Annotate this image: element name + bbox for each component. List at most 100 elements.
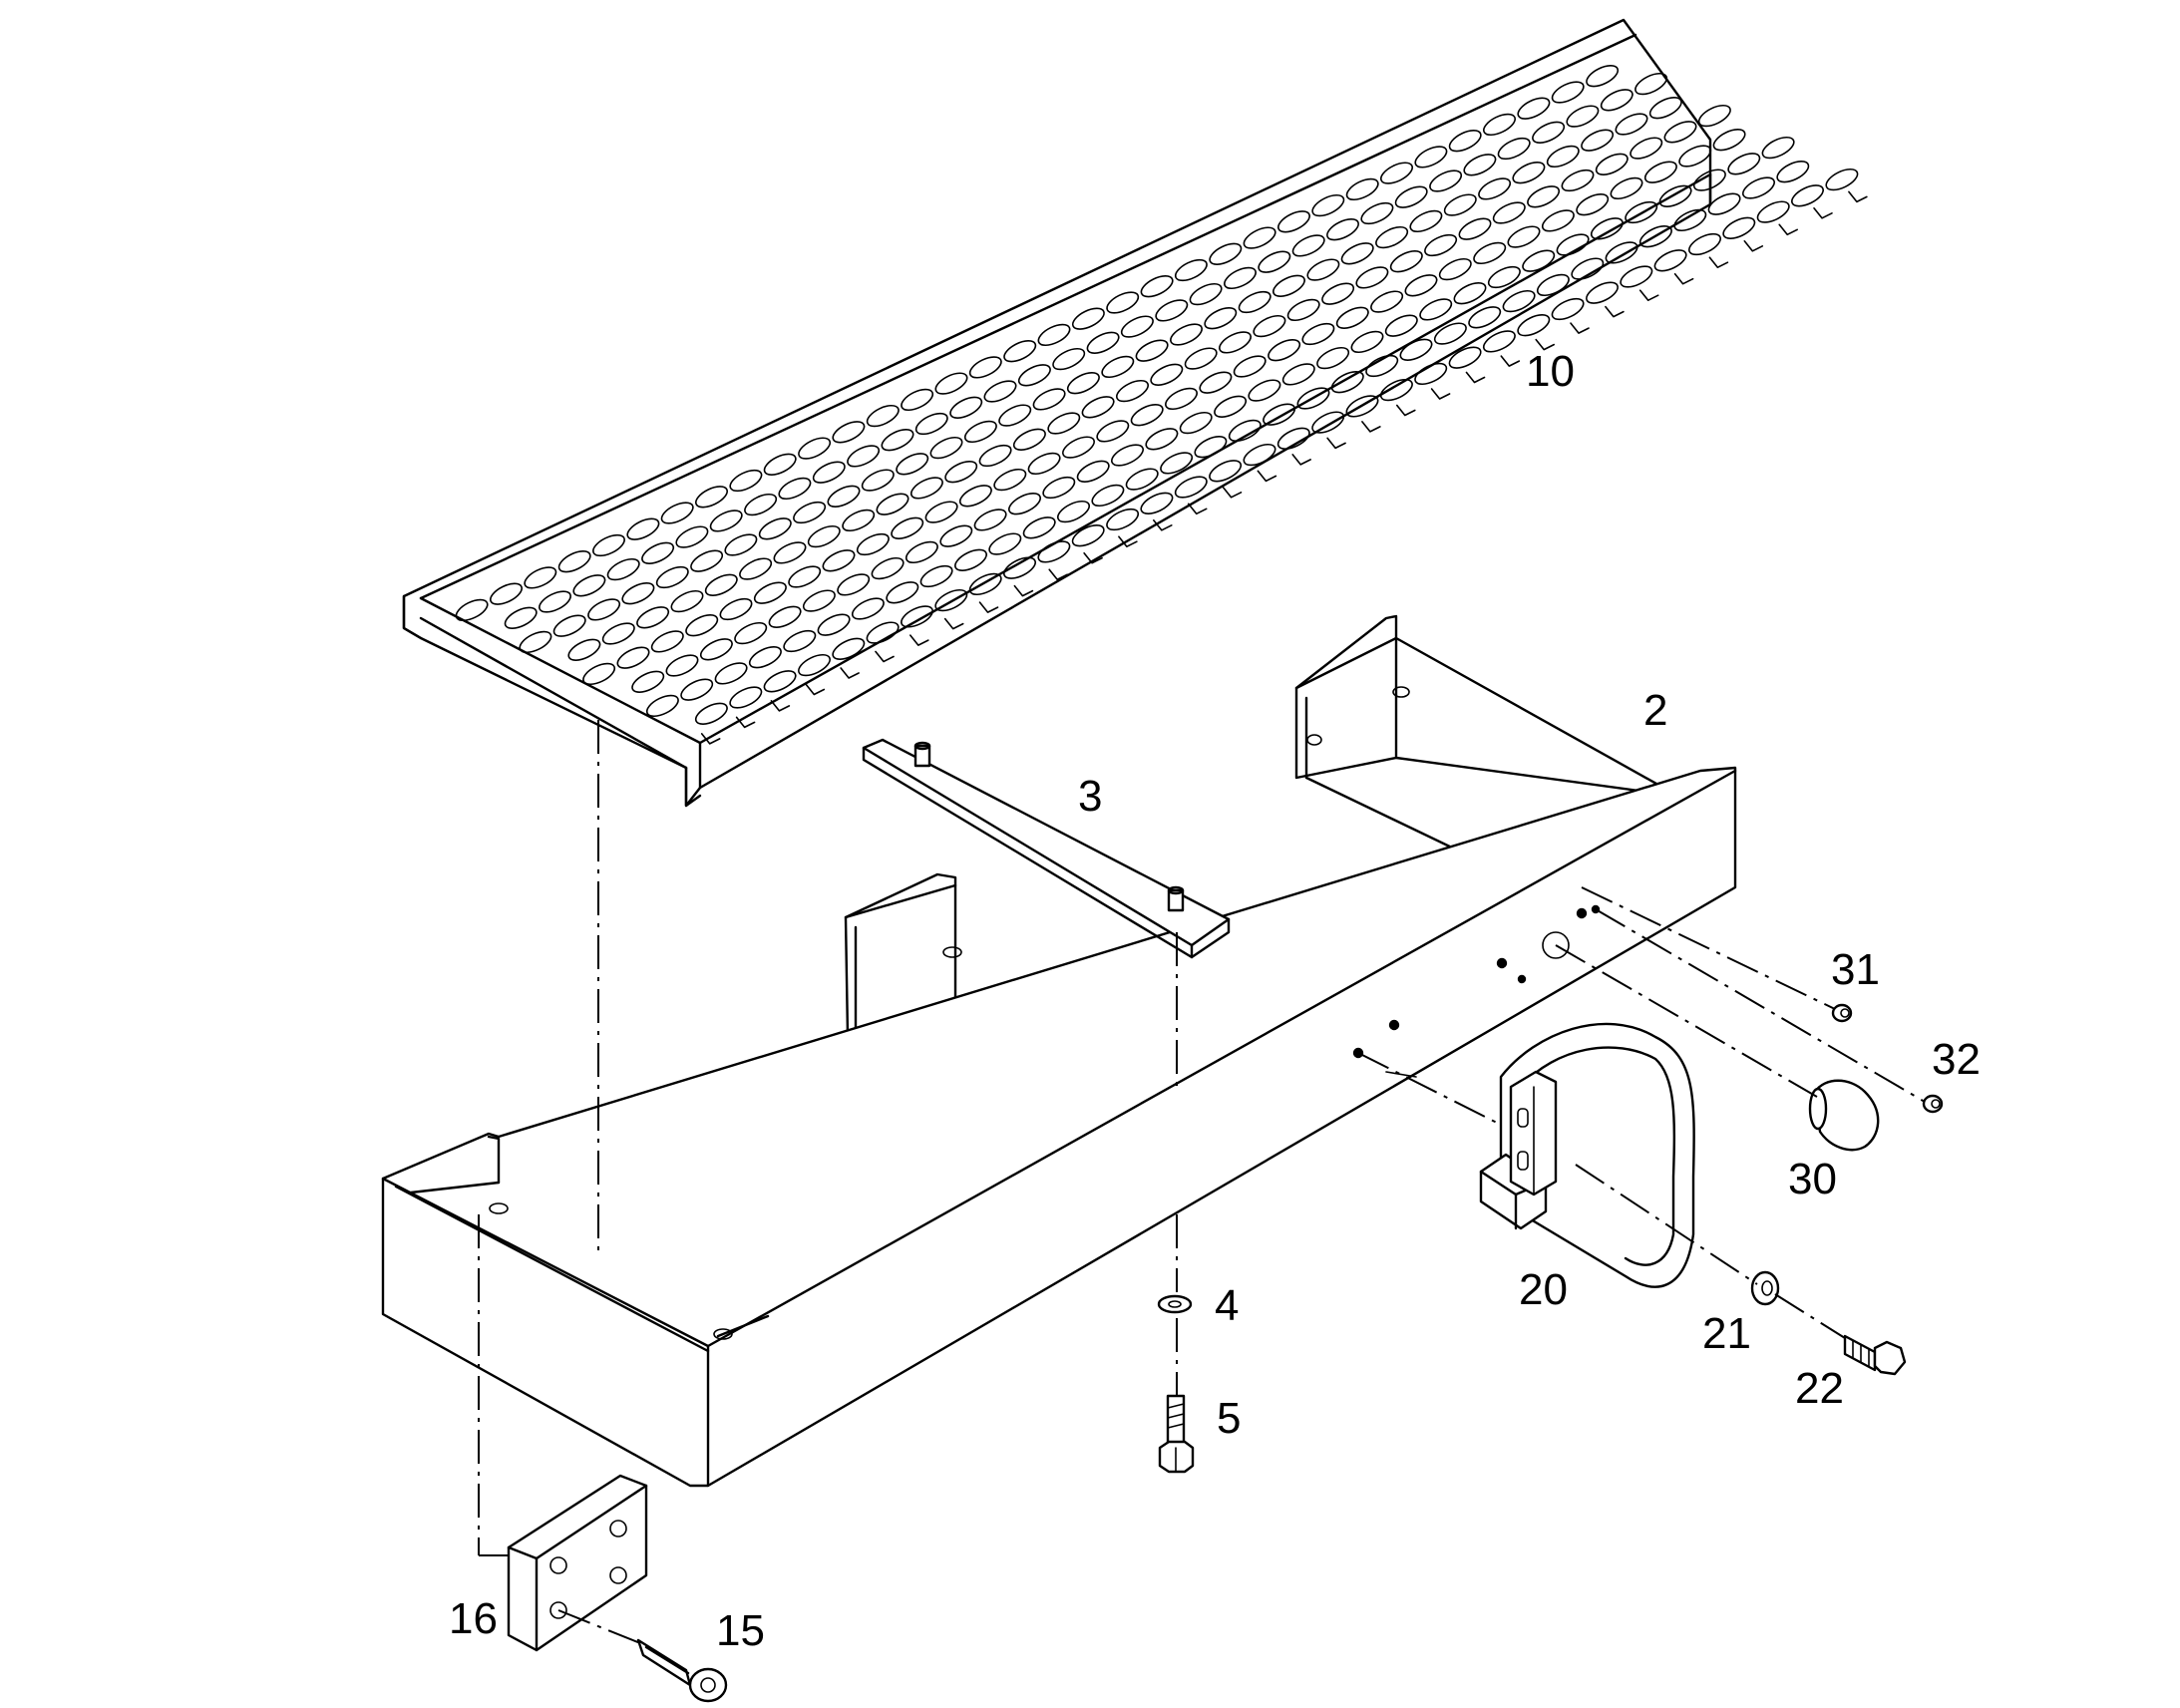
perforation [1125,468,1159,491]
perforation [1189,282,1223,306]
spacer-block [507,1474,648,1652]
perforation [1600,89,1634,112]
perforation-pattern [455,65,1868,745]
perforation [1825,168,1859,191]
perforation [939,524,973,547]
perforation [504,606,538,629]
perforation [837,573,871,596]
callout-20: 20 [1519,1265,1568,1314]
perforation [1106,291,1140,314]
perforation [1692,169,1726,191]
perforation [1296,387,1330,410]
grating-tooth [1326,437,1346,450]
perforation [1399,338,1433,361]
perforation [1742,176,1775,199]
perforation [1482,330,1516,353]
perforation [1032,388,1066,411]
perforation [1663,121,1697,144]
grating-tooth [1500,355,1521,367]
perforation [1017,364,1051,387]
perforation [1414,362,1448,386]
perforation [1291,234,1325,257]
perforation [988,532,1022,555]
perforation [1340,242,1374,265]
perforation [636,606,670,629]
grating-tooth [1222,487,1243,499]
perforation [1120,315,1154,338]
perforation [1071,524,1105,547]
perforation [1086,331,1120,354]
perforation [798,653,831,677]
perforation [812,461,846,484]
perforation [1468,306,1502,329]
perforation [1776,161,1810,183]
perforation [949,396,983,419]
perforation [1335,306,1369,329]
perforation [1008,493,1041,515]
perforation [1463,154,1497,176]
perforation [1595,153,1629,175]
perforation [1184,347,1218,370]
perforation [587,598,621,621]
perforation [934,588,968,612]
grating-tooth [1118,535,1138,547]
step-frame [381,614,1737,1488]
grating-tooth [805,683,826,696]
perforation [1438,257,1472,281]
perforation [1345,177,1379,201]
perforation [1375,225,1409,249]
perforation [1394,185,1428,208]
perforation [802,589,836,612]
perforation [748,646,782,669]
perforation [582,662,616,686]
perforation [1209,242,1243,265]
perforation [773,541,807,564]
perforation [866,621,900,644]
grating-tooth [1430,388,1451,400]
perforation [934,372,968,395]
grating-tooth [1187,503,1208,515]
callout-labels: 2 3 4 5 10 15 16 20 21 22 30 31 32 [449,347,1981,1655]
perforation [886,581,919,604]
perforation [832,637,866,660]
perforation [1111,444,1144,467]
perforation [968,356,1002,379]
grating-tooth [700,733,721,745]
perforation [1502,289,1536,313]
perforation [1047,412,1081,435]
grating-tooth [1083,551,1103,564]
grating-tooth [1605,305,1625,318]
perforation [1473,241,1507,265]
perforation [670,589,704,613]
perforation [1635,72,1668,96]
perforation [1414,146,1448,169]
perforation [1258,250,1291,273]
perforation [1571,257,1605,280]
grating-tooth [875,650,895,663]
grating-tooth [1048,568,1068,580]
perforation [1370,290,1404,313]
perforation [1673,208,1707,232]
callout-5: 5 [1217,1394,1241,1443]
perforation [524,566,557,589]
grating-tooth [1013,584,1034,597]
perforation [1458,217,1492,240]
perforation [1037,323,1071,347]
perforation [807,524,841,548]
perforation [695,486,728,509]
perforation [1057,500,1090,523]
perforation [1761,136,1795,160]
perforation [1355,266,1389,289]
perforation [645,694,679,718]
perforation [817,613,851,636]
perforation [1140,492,1174,514]
perforation [655,565,689,589]
lock-washer-21 [1750,1270,1780,1306]
perforation [1116,379,1149,403]
perforation [557,550,591,573]
perforation [665,654,699,677]
grating-tooth [1778,223,1798,236]
perforation [1204,307,1238,330]
perforation [973,509,1007,531]
perforation [832,421,866,444]
